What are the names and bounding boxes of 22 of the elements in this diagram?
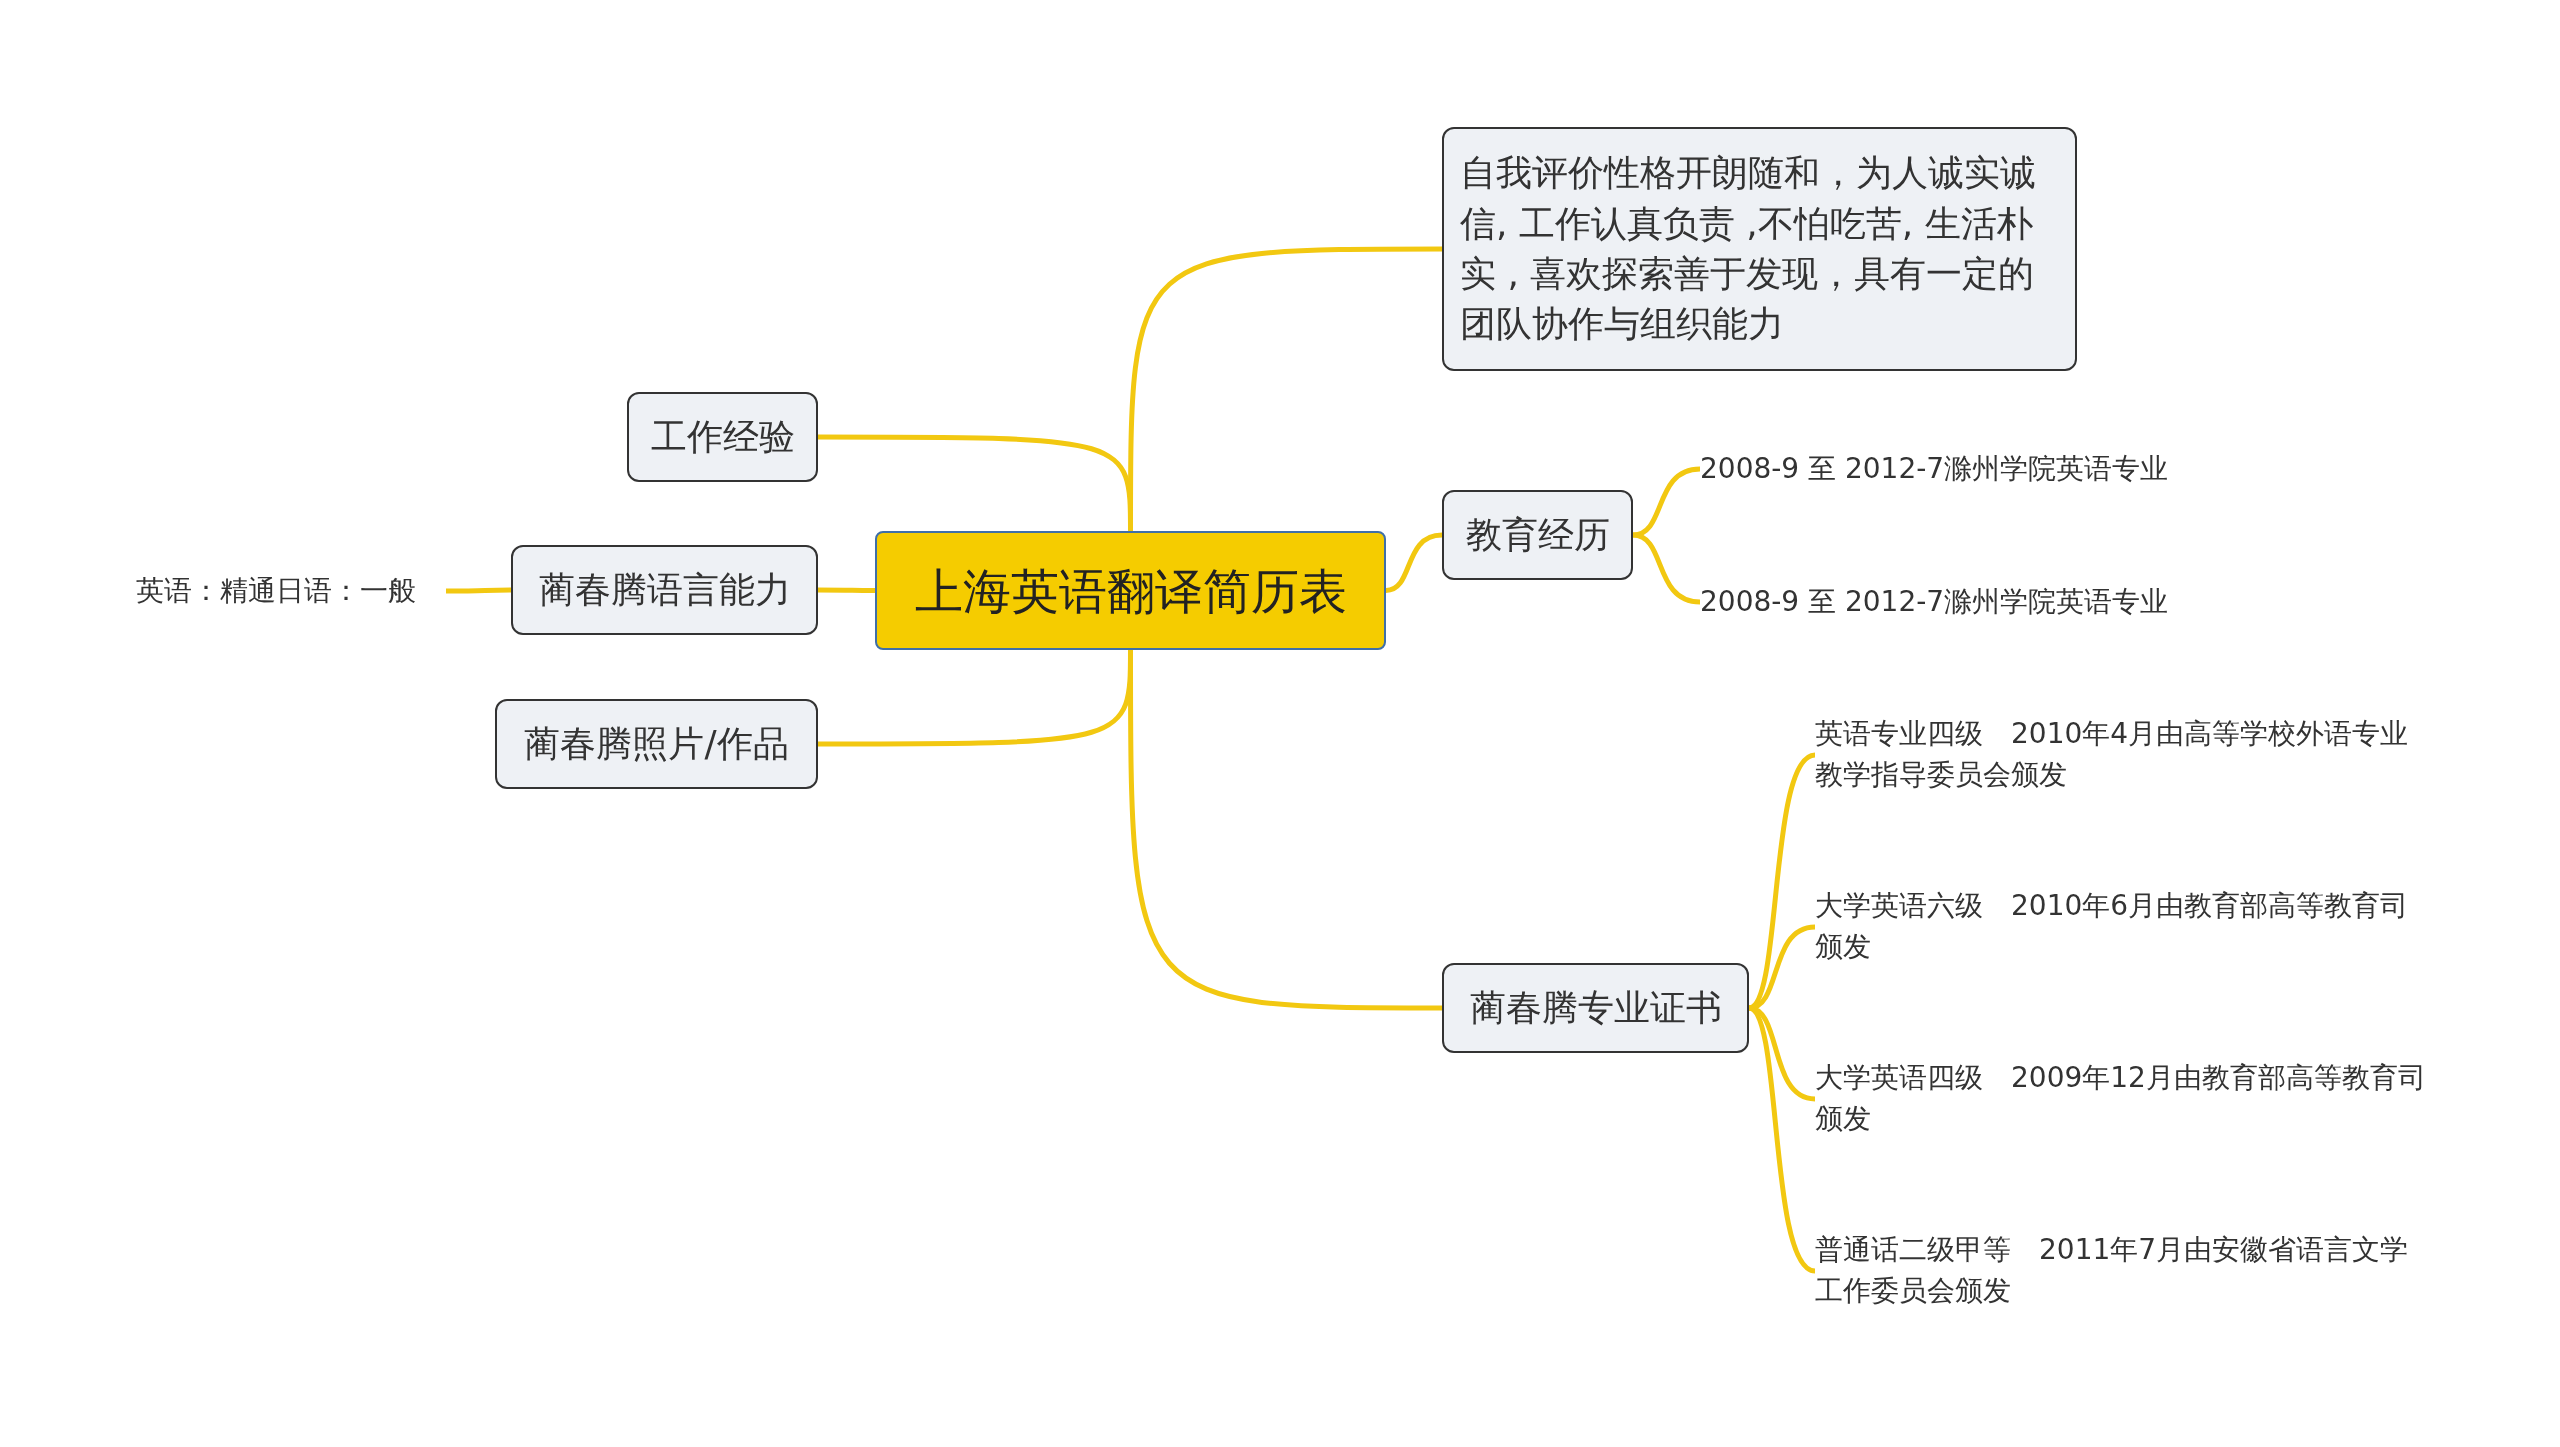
subtopic-text: 普通话二级甲等 2011年7月由安徽省语言文学工作委员会颁发: [1815, 1228, 2435, 1314]
central-topic: 上海英语翻译简历表: [875, 531, 1386, 650]
topic-box: 自我评价性格开朗随和，为人诚实诚信, 工作认真负责 ,不怕吃苦, 生活朴实 , 喜欢探索善于发现，具有一定的团队协作与组织能力: [1442, 127, 2077, 371]
topic-box: 蔺春腾照片/作品: [495, 699, 818, 789]
subtopic-text: 大学英语六级 2010年6月由教育部高等教育司颁发: [1815, 884, 2435, 970]
branch-connector: [1632, 532, 1701, 605]
topic-box: 蔺春腾专业证书: [1442, 963, 1749, 1053]
branch-connector: [818, 650, 1133, 747]
subtopic-text: 2008-9 至 2012-7滁州学院英语专业: [1700, 580, 2340, 624]
branch-connector: [818, 587, 875, 593]
subtopic-text: 英语：精通日语：一般: [136, 569, 446, 613]
topic-box: 工作经验: [627, 392, 818, 482]
topic-box: 教育经历: [1442, 490, 1633, 580]
topic-box: 蔺春腾语言能力: [511, 545, 818, 635]
subtopic-text: 英语专业四级 2010年4月由高等学校外语专业教学指导委员会颁发: [1815, 712, 2435, 798]
subtopic-text: 大学英语四级 2009年12月由教育部高等教育司颁发: [1815, 1056, 2435, 1142]
subtopic-text: 2008-9 至 2012-7滁州学院英语专业: [1700, 447, 2340, 491]
branch-connector: [818, 434, 1133, 531]
branch-connector: [446, 587, 511, 594]
branch-connector: [1385, 532, 1443, 593]
branch-connector: [1748, 924, 1816, 1011]
branch-connector: [1632, 466, 1701, 538]
